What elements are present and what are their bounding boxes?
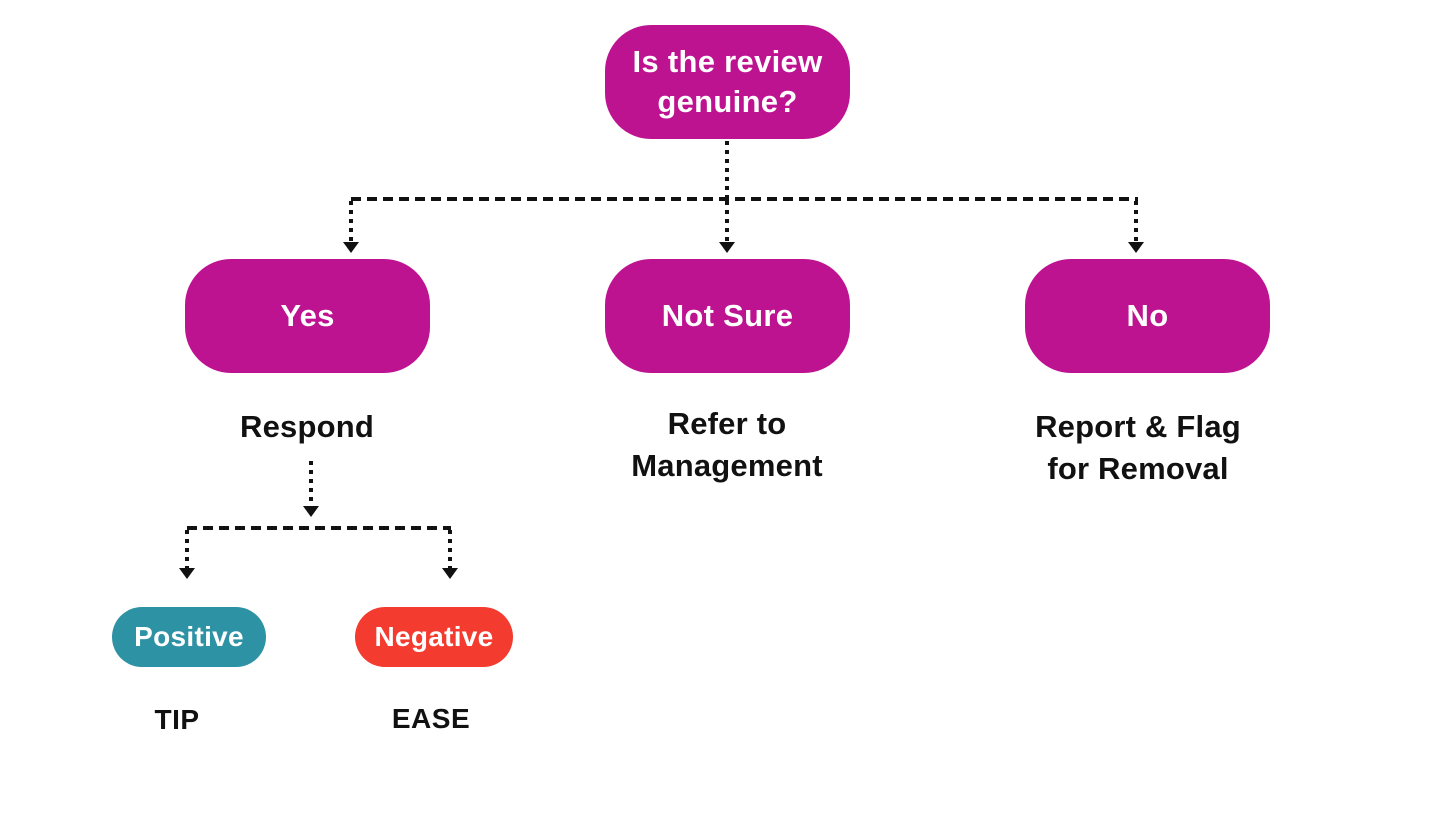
connector-top-rail (351, 197, 1138, 201)
sentiment-node-negative: Negative (355, 607, 513, 667)
action-report-line2: for Removal (1047, 451, 1229, 486)
decision-node-yes: Yes (185, 259, 430, 373)
framework-tag-tip: TIP (97, 704, 257, 736)
connector-positive-drop (185, 530, 189, 568)
connector-notsure-drop (725, 201, 729, 242)
action-report-line1: Report & Flag (1035, 409, 1241, 444)
root-question-line1: Is the review (632, 44, 823, 79)
framework-tag-ease: EASE (351, 703, 511, 735)
arrow-notsure-icon (719, 242, 735, 253)
sentiment-positive-label: Positive (134, 621, 244, 652)
connector-yes-drop (349, 201, 353, 242)
action-report-flag-removal: Report & Flag for Removal (1018, 406, 1258, 490)
connector-negative-drop (448, 530, 452, 568)
action-refer-line1: Refer to (667, 406, 787, 441)
decision-node-not-sure: Not Sure (605, 259, 850, 373)
action-respond: Respond (187, 406, 427, 448)
connector-bottom-rail (187, 526, 451, 530)
decision-node-no: No (1025, 259, 1270, 373)
arrow-yes-icon (343, 242, 359, 253)
root-question-node: Is the review genuine? (605, 25, 850, 139)
decision-not-sure-label: Not Sure (661, 298, 794, 333)
framework-ease-label: EASE (391, 703, 471, 734)
arrow-no-icon (1128, 242, 1144, 253)
action-refer-line2: Management (631, 448, 823, 483)
sentiment-node-positive: Positive (112, 607, 266, 667)
arrow-positive-icon (179, 568, 195, 579)
framework-tip-label: TIP (154, 704, 200, 735)
connector-respond-stem (309, 461, 313, 506)
decision-no-label: No (1126, 298, 1169, 333)
sentiment-negative-label: Negative (374, 621, 494, 652)
root-question-line2: genuine? (657, 84, 798, 119)
arrow-respond-icon (303, 506, 319, 517)
arrow-negative-icon (442, 568, 458, 579)
connector-root-stem (725, 141, 729, 199)
decision-yes-label: Yes (280, 298, 335, 333)
action-refer-to-management: Refer to Management (607, 403, 847, 487)
action-respond-line1: Respond (239, 409, 374, 444)
connector-no-drop (1134, 201, 1138, 242)
